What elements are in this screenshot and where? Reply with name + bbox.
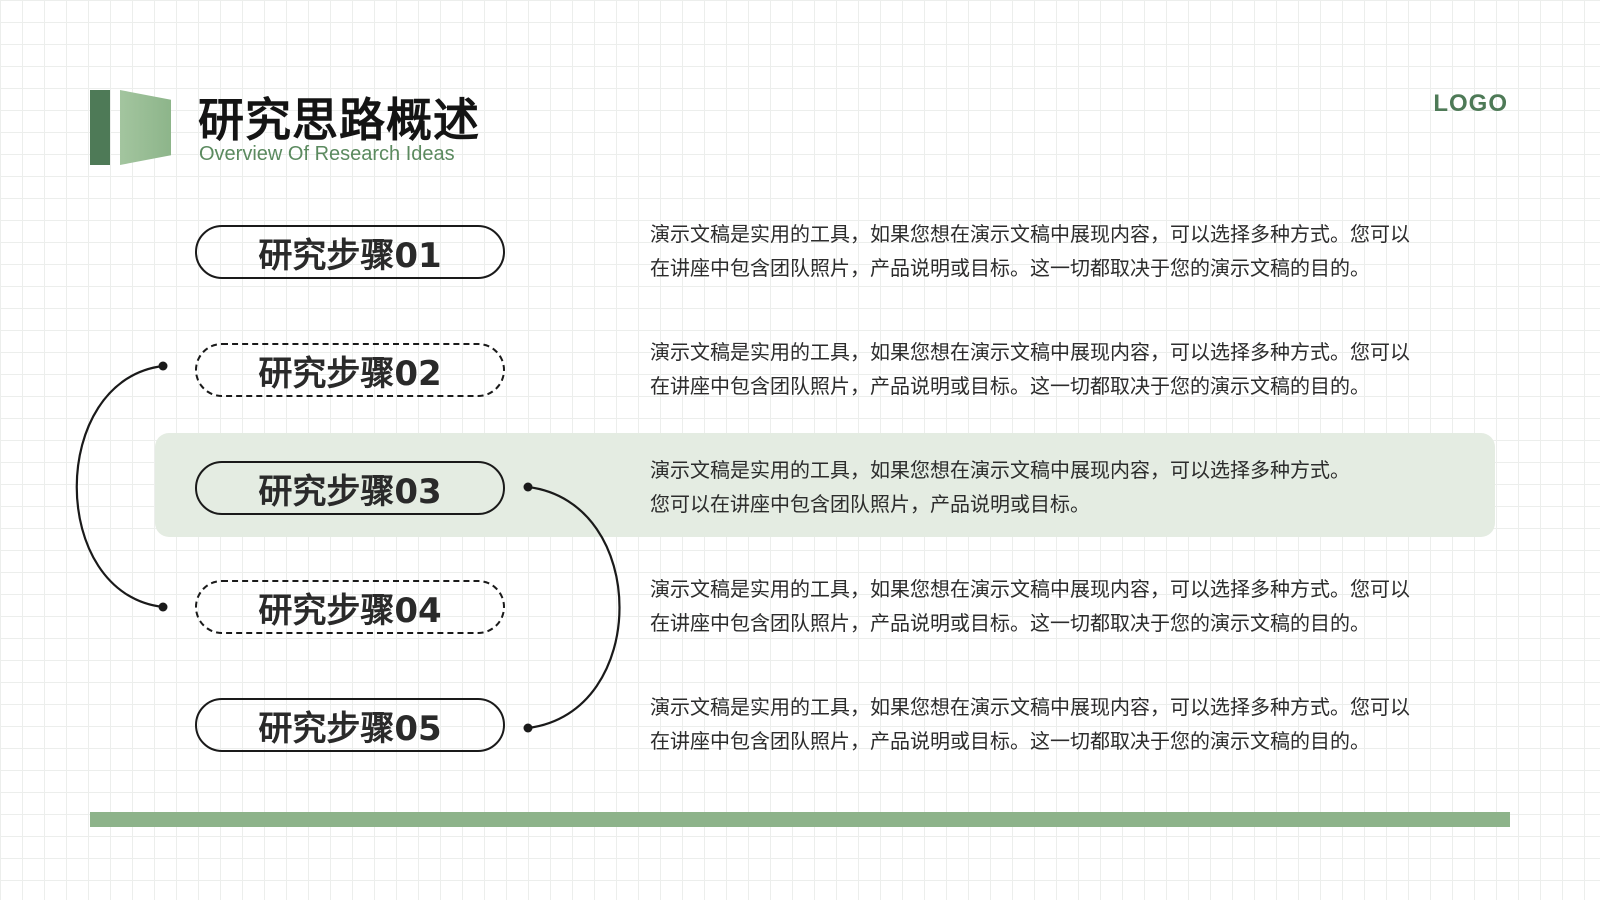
step-pill-02[interactable]: 研究步骤02 bbox=[195, 343, 505, 397]
step-pill-01[interactable]: 研究步骤01 bbox=[195, 225, 505, 279]
description-line: 演示文稿是实用的工具，如果您想在演示文稿中展现内容，可以选择多种方式。您可以 bbox=[650, 695, 1410, 719]
title-decoration-bar bbox=[90, 90, 110, 165]
description-line: 演示文稿是实用的工具，如果您想在演示文稿中展现内容，可以选择多种方式。您可以 bbox=[650, 577, 1410, 601]
page-title: 研究思路概述 bbox=[198, 93, 480, 147]
step-description-04: 演示文稿是实用的工具，如果您想在演示文稿中展现内容，可以选择多种方式。您可以 在… bbox=[650, 572, 1500, 640]
description-line: 在讲座中包含团队照片，产品说明或目标。这一切都取决于您的演示文稿的目的。 bbox=[650, 729, 1370, 753]
description-line: 在讲座中包含团队照片，产品说明或目标。这一切都取决于您的演示文稿的目的。 bbox=[650, 374, 1370, 398]
step-pill-04[interactable]: 研究步骤04 bbox=[195, 580, 505, 634]
step-description-01: 演示文稿是实用的工具，如果您想在演示文稿中展现内容，可以选择多种方式。您可以 在… bbox=[650, 217, 1500, 285]
connector-02-04 bbox=[75, 364, 164, 609]
connector-dot bbox=[158, 602, 168, 612]
step-description-05: 演示文稿是实用的工具，如果您想在演示文稿中展现内容，可以选择多种方式。您可以 在… bbox=[650, 690, 1500, 758]
logo: LOGO bbox=[1433, 90, 1508, 117]
step-pill-05[interactable]: 研究步骤05 bbox=[195, 698, 505, 752]
step-pill-03[interactable]: 研究步骤03 bbox=[195, 461, 505, 515]
description-line: 演示文稿是实用的工具，如果您想在演示文稿中展现内容，可以选择多种方式。您可以 bbox=[650, 340, 1410, 364]
step-description-03: 演示文稿是实用的工具，如果您想在演示文稿中展现内容，可以选择多种方式。 您可以在… bbox=[650, 453, 1500, 521]
description-line: 演示文稿是实用的工具，如果您想在演示文稿中展现内容，可以选择多种方式。 bbox=[650, 458, 1350, 482]
description-line: 演示文稿是实用的工具，如果您想在演示文稿中展现内容，可以选择多种方式。您可以 bbox=[650, 222, 1410, 246]
connector-dot bbox=[158, 361, 168, 371]
page-subtitle: Overview Of Research Ideas bbox=[199, 143, 455, 165]
title-decoration-shape bbox=[120, 90, 171, 165]
description-line: 您可以在讲座中包含团队照片，产品说明或目标。 bbox=[650, 492, 1090, 516]
connector-03-05 bbox=[527, 485, 621, 730]
connector-dot bbox=[523, 723, 533, 733]
description-line: 在讲座中包含团队照片，产品说明或目标。这一切都取决于您的演示文稿的目的。 bbox=[650, 256, 1370, 280]
connector-dot bbox=[523, 482, 533, 492]
description-line: 在讲座中包含团队照片，产品说明或目标。这一切都取决于您的演示文稿的目的。 bbox=[650, 611, 1370, 635]
step-description-02: 演示文稿是实用的工具，如果您想在演示文稿中展现内容，可以选择多种方式。您可以 在… bbox=[650, 335, 1500, 403]
footer-divider bbox=[90, 812, 1510, 827]
